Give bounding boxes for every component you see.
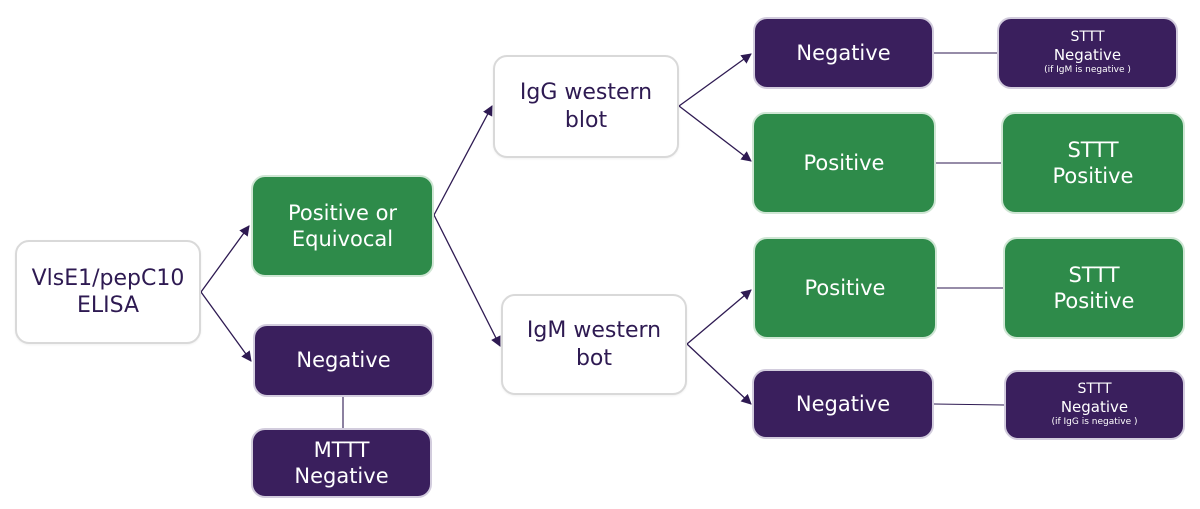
sttt-negative-node-bottom: STTT Negative (if IgG is negative ): [1004, 370, 1185, 440]
mttt-line1: MTTT: [313, 437, 370, 462]
arrow-elisa-to-positive: [200, 225, 250, 293]
sttt-pos-2-line2: Positive: [1053, 289, 1135, 313]
sttt-pos-2-line1: STTT: [1068, 262, 1120, 287]
pos-equiv-line1: Positive or: [287, 200, 398, 225]
igg-positive-node: Positive: [752, 112, 936, 214]
sttt-neg-bot-note: (if IgG is negative ): [1051, 417, 1138, 428]
arrow-igm-to-positive: [686, 289, 752, 345]
sttt-neg-bot-line1: STTT: [1077, 381, 1112, 397]
igm-western-blot-node: IgM western bot: [501, 294, 687, 395]
igm-negative-label: Negative: [795, 391, 891, 416]
link-igm-negative-to-sttt: [933, 403, 1005, 406]
igg-western-blot-node: IgG western blot: [493, 55, 679, 158]
elisa-line2: ELISA: [76, 293, 140, 318]
igm-wb-line1: IgM western: [526, 318, 662, 343]
igm-positive-node: Positive: [753, 237, 937, 339]
igg-wb-line1: IgG western: [519, 80, 653, 105]
sttt-neg-top-line1: STTT: [1070, 29, 1105, 45]
arrow-igm-to-negative: [686, 343, 752, 405]
pos-equiv-line2: Equivocal: [291, 227, 394, 251]
negative-left-label: Negative: [296, 348, 391, 373]
igg-wb-line2: blot: [564, 107, 608, 133]
igm-negative-node: Negative: [752, 369, 934, 439]
elisa-line1: VlsE1/pepC10: [31, 265, 185, 291]
igg-positive-label: Positive: [803, 150, 885, 175]
arrow-igg-to-positive: [678, 105, 752, 162]
mttt-negative-node: MTTT Negative: [251, 428, 432, 498]
sttt-neg-top-note: (if IgM is negative ): [1044, 65, 1131, 76]
sttt-neg-bot-line2: Negative: [1060, 397, 1129, 416]
mttt-line2: Negative: [294, 464, 389, 488]
igg-negative-node: Negative: [753, 17, 934, 89]
arrow-igg-to-negative: [678, 53, 752, 107]
igg-negative-label: Negative: [796, 40, 891, 65]
igm-positive-label: Positive: [804, 275, 886, 300]
negative-node-left: Negative: [253, 324, 434, 397]
arrow-positive-to-igm: [433, 214, 501, 347]
sttt-positive-node-2: STTT Positive: [1003, 237, 1185, 339]
sttt-positive-node-1: STTT Positive: [1001, 112, 1185, 214]
sttt-pos-1-line2: Positive: [1052, 164, 1134, 188]
positive-or-equivocal-node: Positive or Equivocal: [251, 175, 434, 277]
arrow-positive-to-igg: [433, 105, 493, 216]
sttt-negative-node-top: STTT Negative (if IgM is negative ): [997, 17, 1178, 89]
sttt-pos-1-line1: STTT: [1067, 137, 1119, 162]
elisa-node: VlsE1/pepC10 ELISA: [15, 240, 201, 344]
igm-wb-line2: bot: [575, 345, 613, 371]
arrow-elisa-to-negative: [200, 291, 252, 362]
sttt-neg-top-line2: Negative: [1053, 45, 1122, 64]
